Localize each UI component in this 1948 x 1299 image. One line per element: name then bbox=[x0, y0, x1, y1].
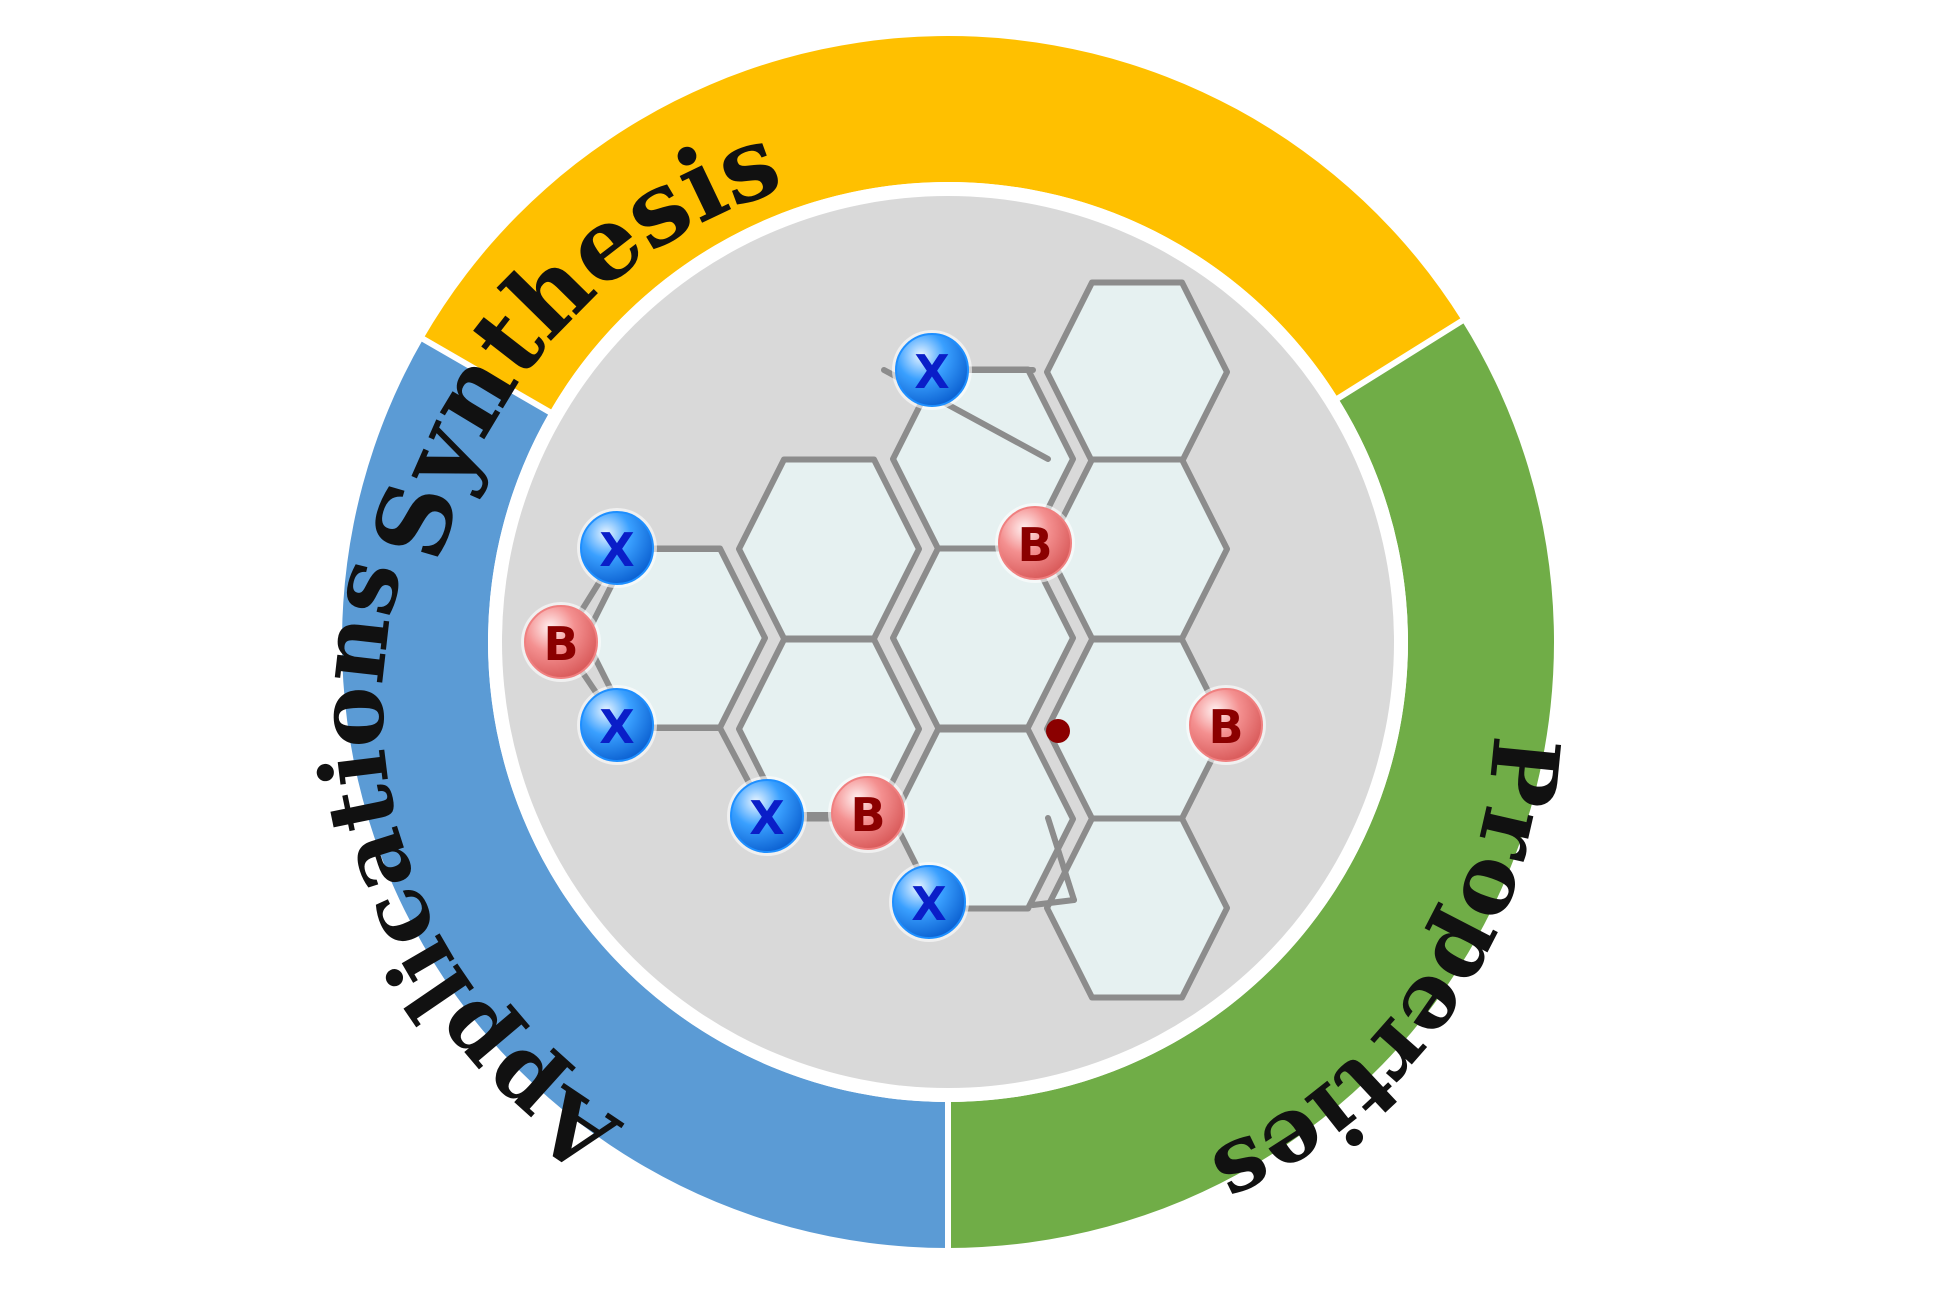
x-atom: X bbox=[892, 330, 972, 410]
b-atom-label: B bbox=[1017, 518, 1052, 572]
ring-separator-1 bbox=[418, 334, 555, 417]
b-atom-label: B bbox=[850, 788, 885, 842]
ring-separator-2 bbox=[1333, 316, 1467, 403]
b-atom-label: B bbox=[543, 617, 578, 671]
x-atom-sphere bbox=[580, 688, 654, 762]
x-atom-label: X bbox=[914, 345, 949, 399]
x-atom-sphere bbox=[892, 865, 966, 939]
b-atom: B bbox=[521, 602, 601, 682]
b-atom: B bbox=[828, 773, 908, 853]
bond bbox=[1045, 815, 1077, 903]
b-atom-sphere bbox=[524, 605, 598, 679]
x-atom: X bbox=[577, 508, 657, 588]
x-atom-label: X bbox=[599, 523, 634, 577]
x-atom-sphere bbox=[895, 333, 969, 407]
x-atom-sphere bbox=[580, 511, 654, 585]
b-atom: B bbox=[1186, 685, 1266, 765]
x-atom-label: X bbox=[599, 700, 634, 754]
properties-segment bbox=[948, 320, 1555, 1249]
x-atom: X bbox=[889, 862, 969, 942]
b-atom-sphere bbox=[831, 776, 905, 850]
b-atom-label: B bbox=[1208, 700, 1243, 754]
bond bbox=[1030, 897, 1077, 908]
radical-dot bbox=[1046, 719, 1070, 743]
b-atom-sphere bbox=[998, 506, 1072, 580]
b-atom: B bbox=[995, 503, 1075, 583]
hex-cell bbox=[1044, 815, 1230, 1001]
x-atom-label: X bbox=[911, 877, 946, 931]
x-atom: X bbox=[727, 776, 807, 856]
x-atom: X bbox=[577, 685, 657, 765]
b-atom-sphere bbox=[1189, 688, 1263, 762]
hex-lattice bbox=[582, 279, 1230, 1001]
applications-segment bbox=[341, 339, 948, 1248]
synthesis-segment bbox=[423, 36, 1462, 412]
x-atom-label: X bbox=[749, 791, 784, 845]
x-atom-sphere bbox=[730, 779, 804, 853]
